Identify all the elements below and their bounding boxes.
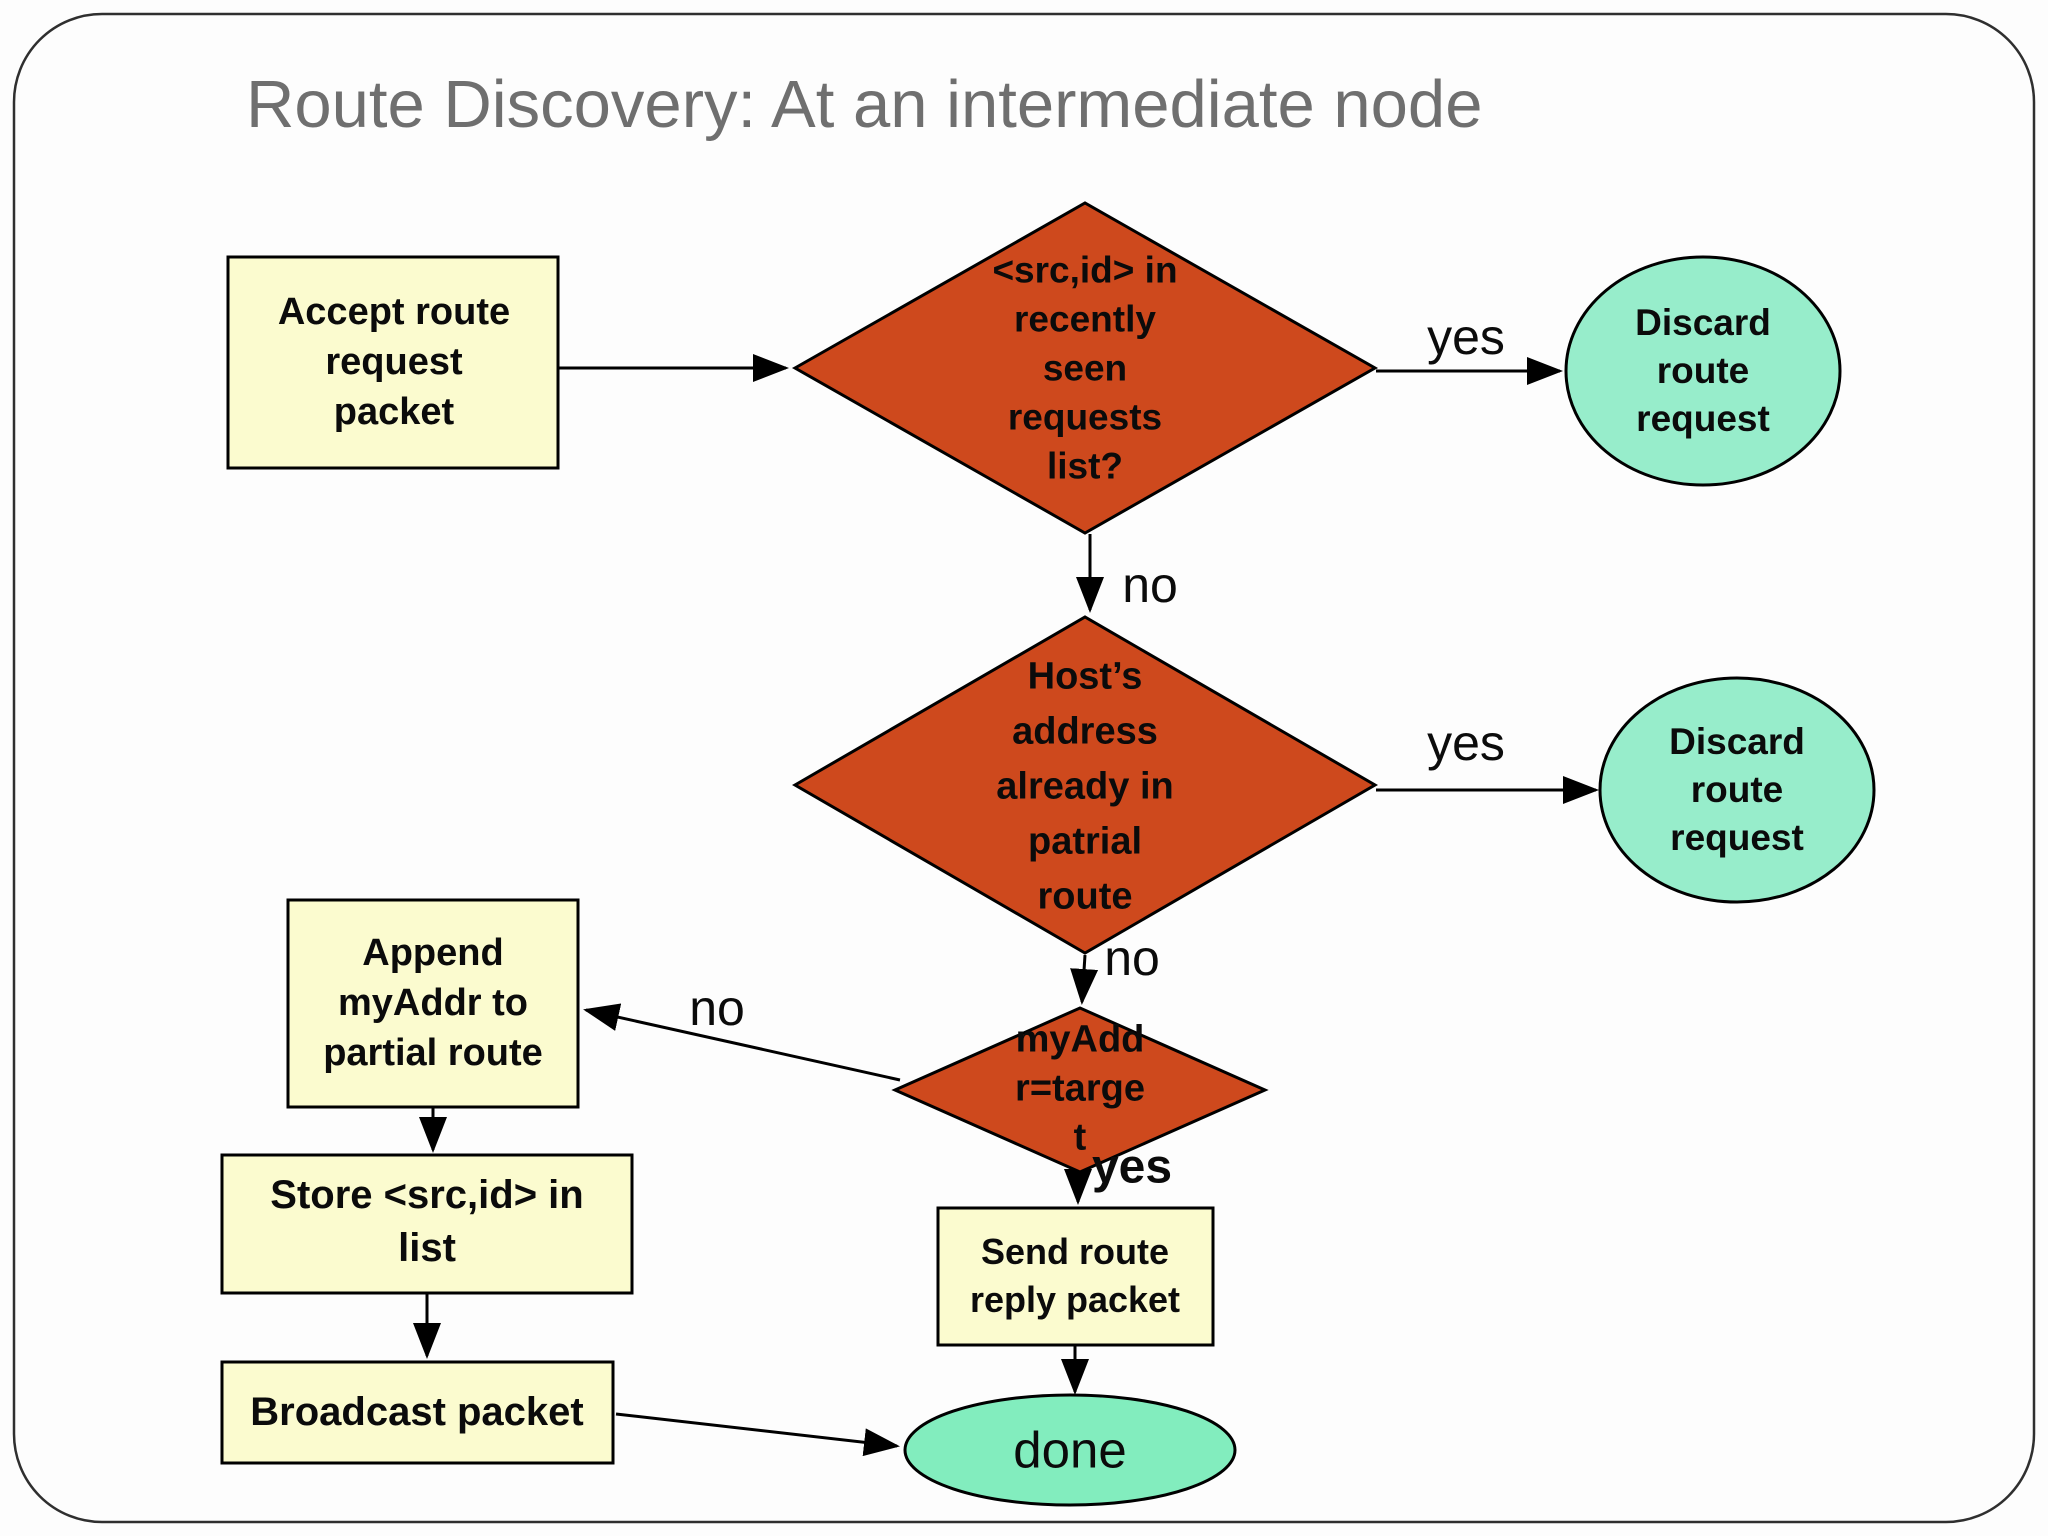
address-in-partial-route-decision <box>792 615 1378 955</box>
discard-route-request-ellipse-1 <box>1564 255 1842 487</box>
done-label: done <box>1013 1421 1127 1479</box>
slide-border <box>12 12 2036 1524</box>
myaddr-equals-target-label: myAdd r=targe t <box>1015 1018 1145 1159</box>
broadcast-packet-box <box>220 1360 615 1465</box>
edge-broadcast-to-done <box>615 1412 900 1457</box>
edge-addr-check-no-to-target-check <box>1070 954 1099 1005</box>
send-route-reply-label: Send route reply packet <box>969 1231 1181 1320</box>
edge-label-no-1: no <box>1122 557 1178 613</box>
append-myaddr-label: Append myAddr to partial route <box>323 932 543 1074</box>
edge-label-yes-1: yes <box>1427 309 1505 365</box>
myaddr-equals-target-decision <box>891 1006 1269 1174</box>
discard-route-request-ellipse-2 <box>1598 676 1876 904</box>
edge-label-yes-2: yes <box>1427 715 1505 771</box>
seen-requests-decision <box>791 201 1379 535</box>
discard-route-request-label-2: Discard route request <box>1669 721 1805 858</box>
edge-label-no-3: no <box>689 980 745 1036</box>
address-in-partial-route-label: Host’s address already in patrial route <box>996 655 1174 918</box>
edge-label-yes-3: yes <box>1091 1140 1173 1194</box>
done-ellipse <box>903 1393 1237 1507</box>
store-src-id-box <box>220 1153 634 1295</box>
send-route-reply-box <box>936 1206 1215 1347</box>
broadcast-packet-label: Broadcast packet <box>250 1390 584 1434</box>
edge-target-check-no-to-append <box>583 1003 901 1082</box>
accept-route-request-box <box>226 255 560 470</box>
page-title: Route Discovery: At an intermediate node <box>246 67 1483 142</box>
store-src-id-label: Store <src,id> in list <box>270 1173 584 1270</box>
accept-route-request-label: Accept route request packet <box>277 291 511 433</box>
append-myaddr-box <box>286 898 580 1109</box>
edge-label-no-2: no <box>1104 930 1160 986</box>
seen-requests-decision-label: <src,id> in recently seen requests list? <box>992 249 1178 487</box>
discard-route-request-label-1: Discard route request <box>1635 302 1771 439</box>
